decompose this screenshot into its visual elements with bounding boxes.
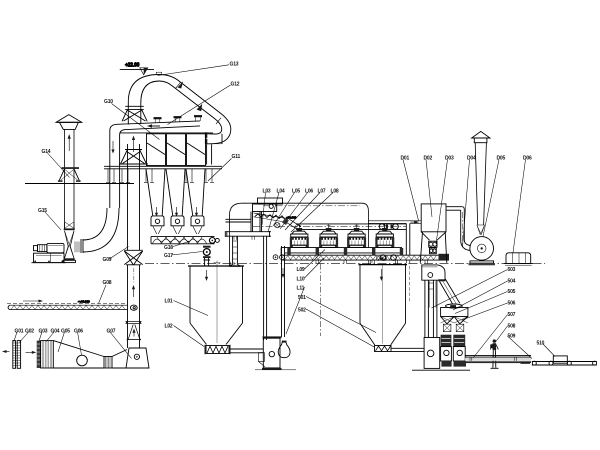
- svg-text:L11: L11: [297, 286, 305, 292]
- svg-text:G12: G12: [231, 82, 240, 88]
- svg-text:L08: L08: [331, 189, 339, 195]
- svg-text:G17: G17: [164, 253, 173, 259]
- svg-text:G02: G02: [25, 329, 34, 335]
- svg-text:502: 502: [298, 308, 306, 314]
- svg-text:G01: G01: [15, 329, 24, 335]
- svg-text:L04: L04: [277, 189, 285, 195]
- svg-text:508: 508: [508, 324, 516, 330]
- svg-text:G06: G06: [74, 329, 83, 335]
- svg-text:D03: D03: [445, 156, 454, 162]
- svg-text:G16: G16: [164, 245, 173, 251]
- svg-text:+22.00: +22.00: [125, 63, 140, 69]
- svg-text:+00.000: +00.000: [286, 216, 297, 220]
- svg-text:D01: D01: [401, 156, 410, 162]
- svg-text:G09: G09: [103, 257, 112, 263]
- svg-text:≈+00.000: ≈+00.000: [78, 300, 90, 304]
- svg-text:D05: D05: [497, 156, 506, 162]
- svg-text:G07: G07: [107, 329, 116, 335]
- svg-text:G03: G03: [39, 329, 48, 335]
- svg-text:G13: G13: [230, 62, 239, 68]
- svg-text:501: 501: [298, 295, 306, 301]
- svg-text:505: 505: [508, 289, 516, 295]
- svg-text:L10: L10: [297, 277, 305, 283]
- svg-text:G10: G10: [104, 99, 113, 105]
- svg-text:506: 506: [508, 301, 516, 307]
- svg-text:D06: D06: [523, 156, 532, 162]
- svg-text:G11: G11: [232, 154, 241, 160]
- svg-text:L05: L05: [292, 189, 300, 195]
- svg-text:G14: G14: [42, 149, 51, 155]
- svg-text:509: 509: [508, 334, 516, 340]
- svg-text:L09: L09: [297, 267, 305, 273]
- svg-text:D04: D04: [467, 156, 476, 162]
- svg-text:D02: D02: [424, 156, 433, 162]
- svg-text:503: 503: [508, 267, 516, 273]
- svg-text:L01: L01: [165, 299, 173, 305]
- svg-text:G08: G08: [103, 280, 112, 286]
- svg-text:L06: L06: [305, 189, 313, 195]
- svg-text:504: 504: [508, 279, 516, 285]
- svg-text:G15: G15: [38, 208, 47, 214]
- svg-text:G04: G04: [51, 329, 60, 335]
- svg-text:L03: L03: [263, 189, 271, 195]
- svg-text:L02: L02: [165, 324, 173, 330]
- svg-text:507: 507: [508, 312, 516, 318]
- svg-text:G05: G05: [61, 329, 70, 335]
- svg-text:510: 510: [537, 341, 545, 347]
- svg-text:L07: L07: [318, 189, 326, 195]
